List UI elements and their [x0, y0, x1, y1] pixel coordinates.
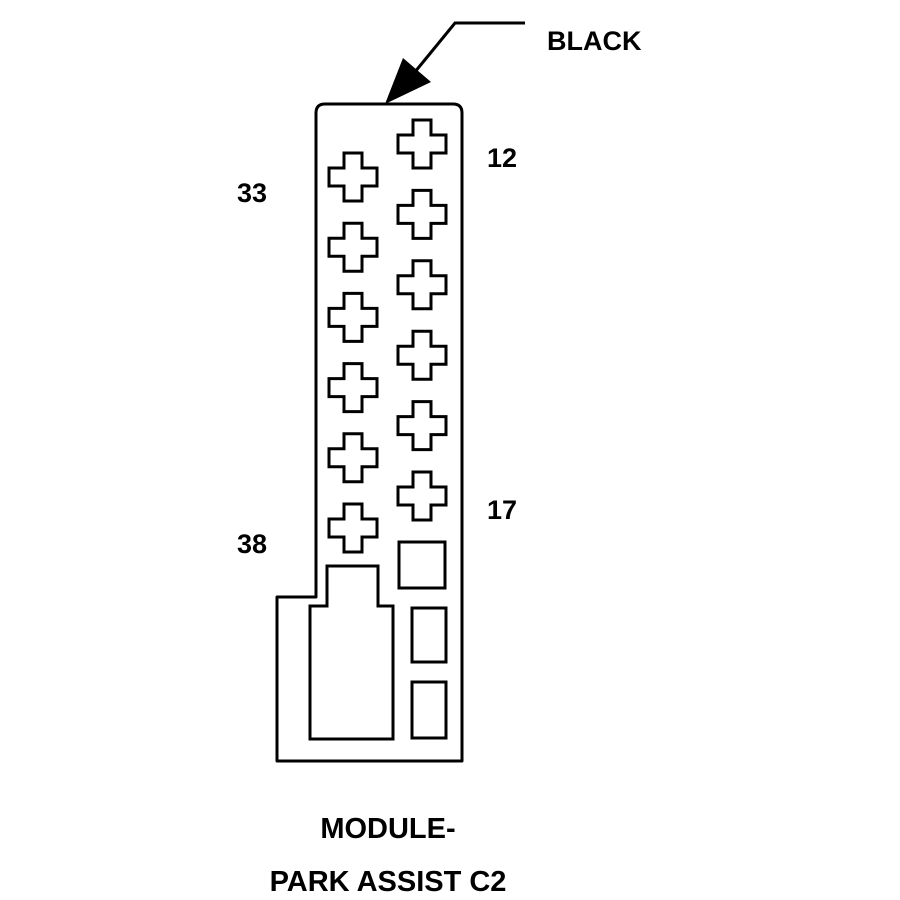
right-plus-cavity-6: [396, 470, 448, 522]
connector-title-line1: MODULE-: [320, 813, 455, 845]
right-plus-cavity-5: [396, 400, 448, 452]
pin-label-38: 38: [237, 529, 267, 559]
color-label: BLACK: [547, 26, 642, 56]
right-cavity-column: [396, 118, 448, 522]
rect-cavity-lower: [410, 680, 448, 740]
left-plus-cavity-5: [327, 432, 379, 484]
connector-body: [275, 102, 464, 763]
pin-label-17: 17: [487, 495, 517, 525]
right-plus-cavity-3: [396, 259, 448, 311]
arrow-head-icon: [385, 58, 431, 104]
left-plus-cavity-1: [327, 151, 379, 203]
pin-label-12: 12: [487, 143, 517, 173]
leader-line: [408, 21, 525, 79]
large-keyed-cavity: [308, 564, 395, 741]
right-plus-cavity-2: [396, 188, 448, 240]
right-plus-cavity-1: [396, 118, 448, 170]
color-leader-arrow: [385, 21, 525, 104]
pin-label-33: 33: [237, 178, 267, 208]
left-plus-cavity-2: [327, 221, 379, 273]
left-plus-cavity-4: [327, 362, 379, 414]
left-plus-cavity-3: [327, 291, 379, 343]
rect-cavity-upper: [410, 606, 448, 664]
connector-title-line2: PARK ASSIST C2: [270, 866, 507, 898]
square-cavity: [397, 540, 447, 590]
right-plus-cavity-4: [396, 329, 448, 381]
left-cavity-column: [327, 151, 379, 554]
left-plus-cavity-6: [327, 502, 379, 554]
